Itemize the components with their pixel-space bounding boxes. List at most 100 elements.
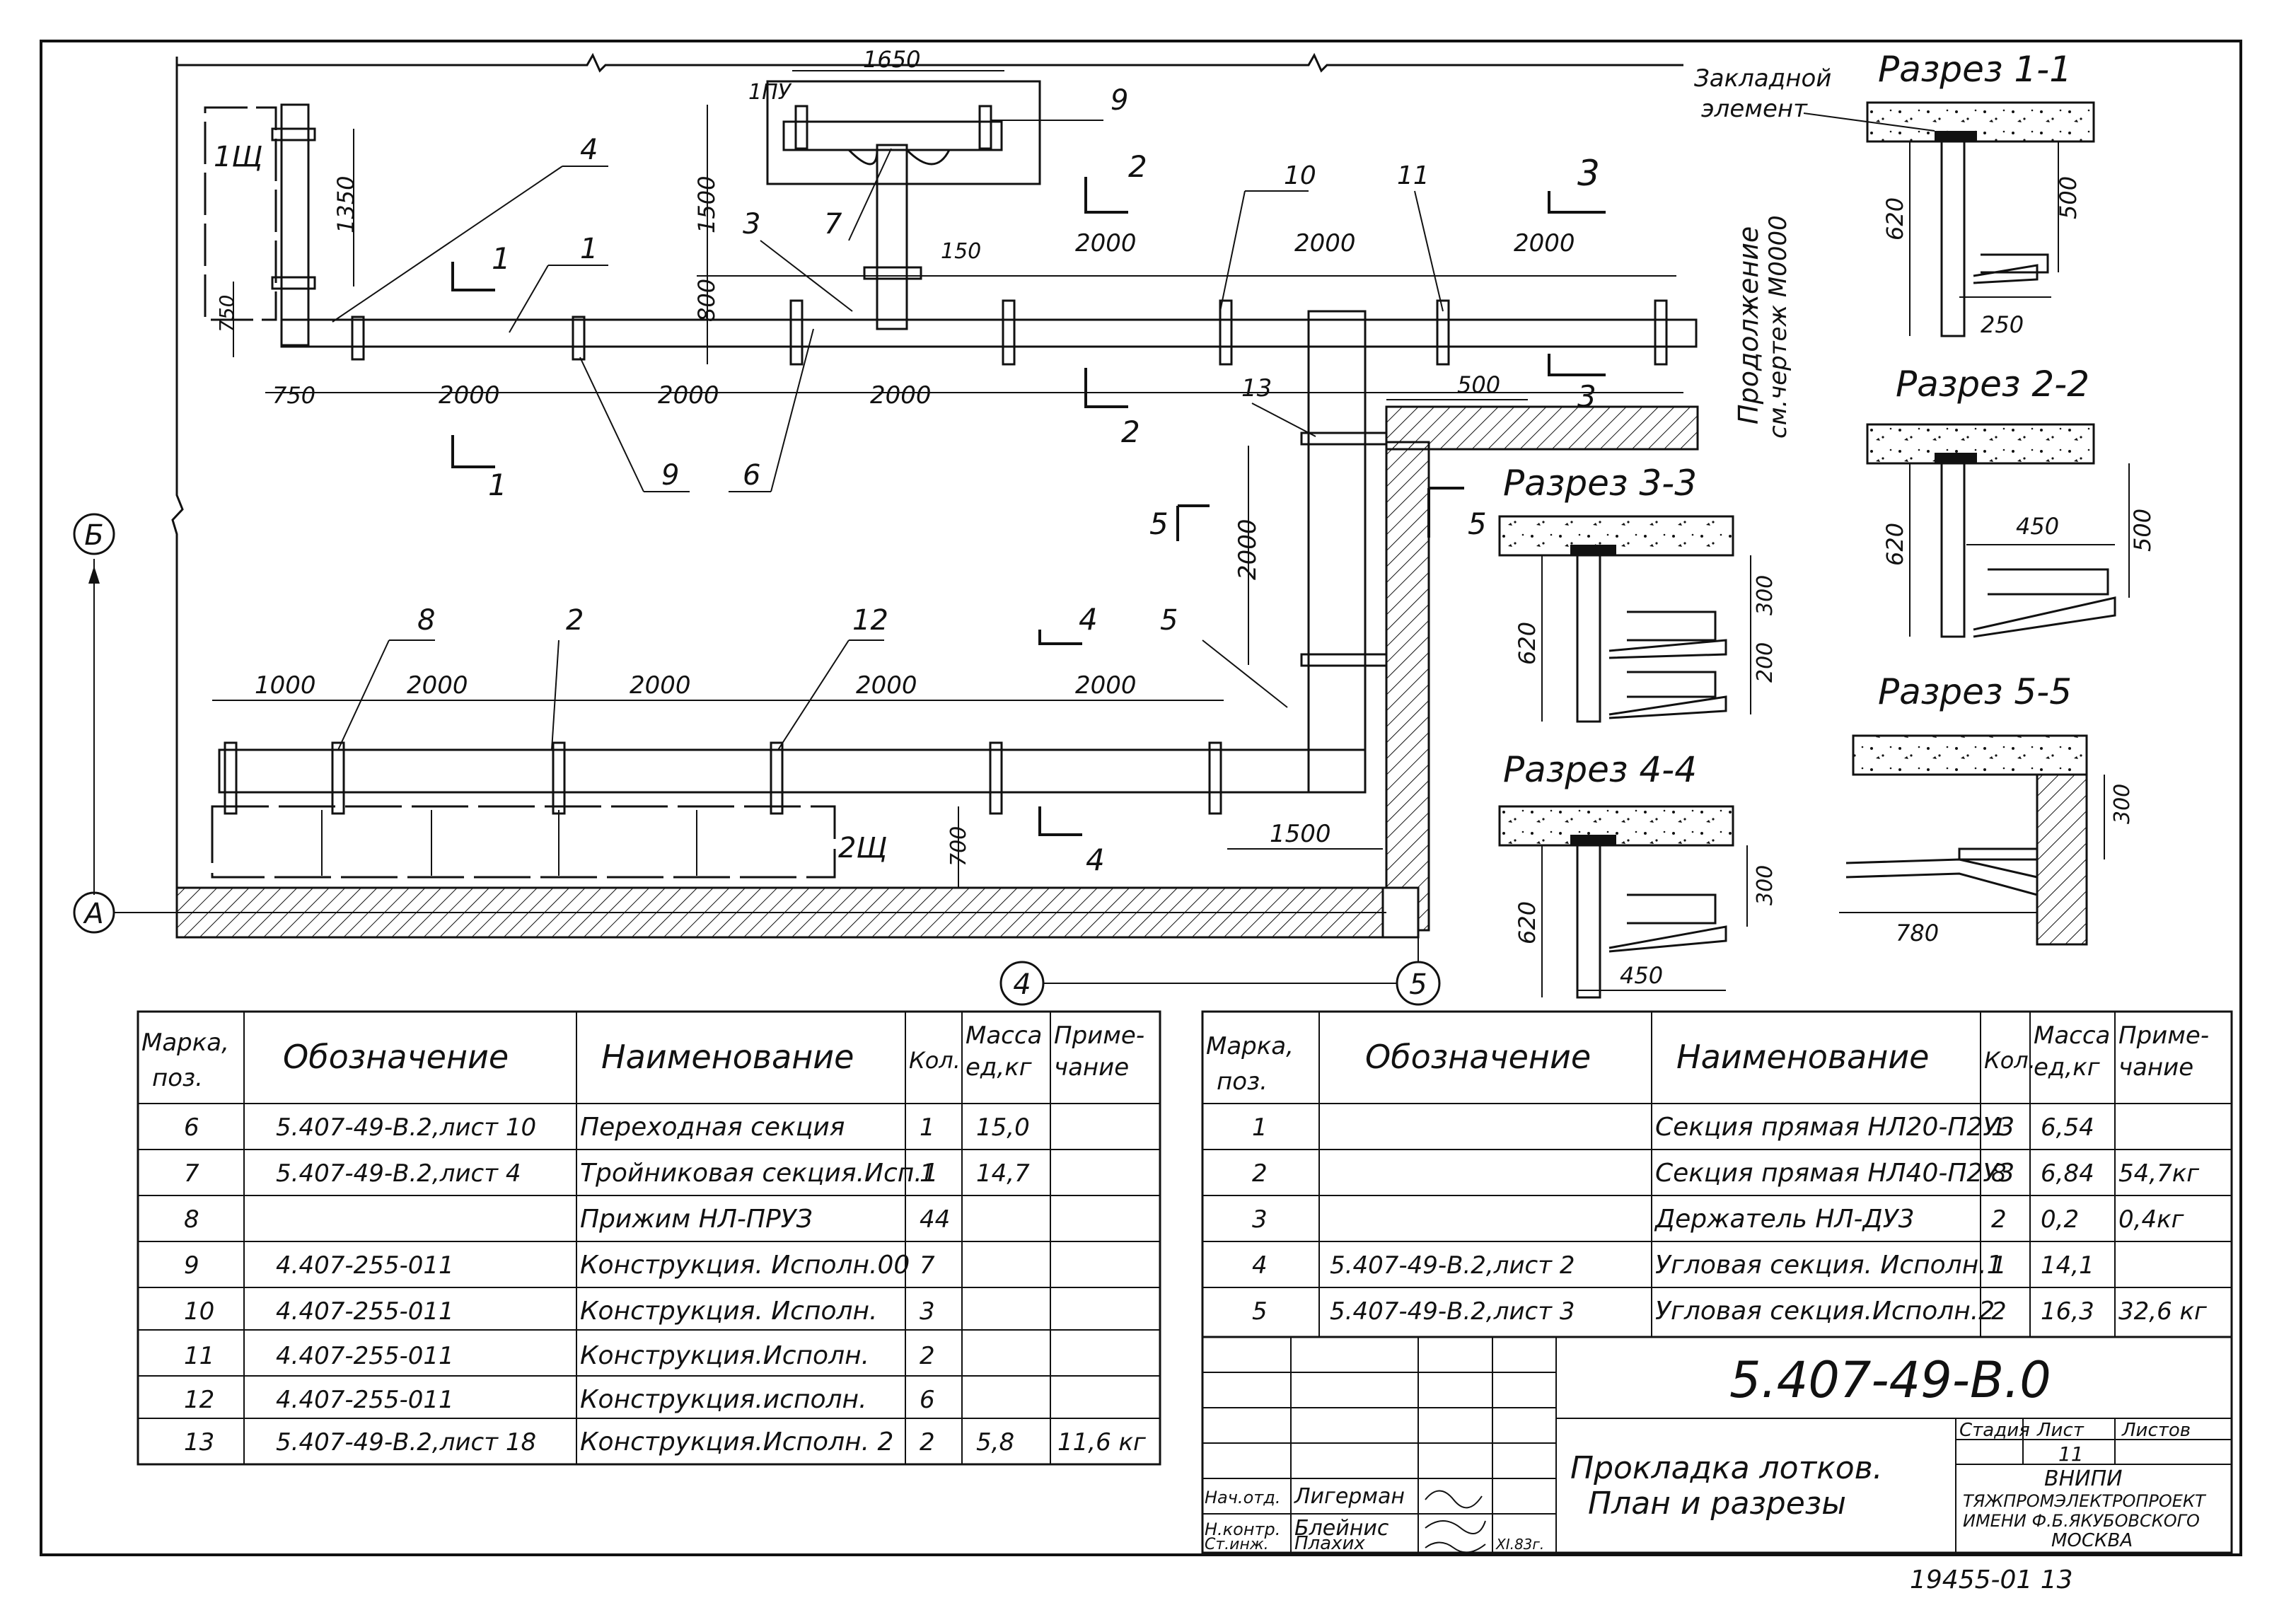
tr-cell-r3-c3: 1 — [1991, 1251, 2007, 1280]
callout-10: 10 — [1284, 161, 1316, 190]
dim-2000-t3: 2000 — [1514, 229, 1575, 257]
section-2-2: Разрез 2-2 620 450 500 — [1866, 364, 2156, 638]
tr-cell-r3-c1: 5.407-49-В.2,лист 2 — [1330, 1251, 1575, 1280]
cut-1-top: 1 — [492, 241, 511, 276]
sheet-header: Лист — [2036, 1420, 2085, 1441]
tr-h-mark-1: Марка, — [1206, 1032, 1294, 1060]
tr-cell-r0-c4: 6,54 — [2041, 1113, 2094, 1142]
cut-5-right: 5 — [1468, 506, 1487, 541]
s33-dim-300: 300 — [1753, 575, 1778, 615]
tl-h-desig: Обозначение — [283, 1038, 509, 1076]
org-line-4: МОСКВА — [2051, 1530, 2133, 1551]
tr-cell-r1-c3: 8 — [1991, 1159, 2007, 1188]
drawing-code: 5.407-49-В.0 — [1729, 1351, 2051, 1409]
dim-500: 500 — [1457, 371, 1500, 398]
sig-name-1: Лигерман — [1294, 1484, 1405, 1509]
tl-h-mass-2: ед,кг — [966, 1053, 1033, 1082]
dim-2000-l1: 2000 — [407, 671, 468, 700]
s33-dim-620: 620 — [1514, 622, 1541, 665]
s44-dim-450: 450 — [1620, 962, 1663, 989]
axis-4-label: 4 — [1013, 968, 1031, 1001]
s11-dim-250: 250 — [1981, 311, 2024, 338]
tr-cell-r1-c4: 6,84 — [2041, 1159, 2094, 1188]
cut-4-top: 4 — [1079, 602, 1098, 637]
tray-riser — [1307, 310, 1367, 794]
tr-cell-r3-c4: 14,1 — [2041, 1251, 2094, 1280]
dim-2000-t2: 2000 — [1294, 229, 1356, 257]
org-line-1: ВНИПИ — [2044, 1466, 2123, 1491]
tl-h-note-2: чание — [1054, 1053, 1129, 1082]
dim-150: 150 — [941, 239, 981, 264]
cut-3-bottom: 3 — [1577, 379, 1596, 414]
section-5-5: Разрез 5-5 300 780 — [1839, 671, 2135, 946]
dim-2000-l3: 2000 — [856, 671, 917, 700]
tr-cell-r0-c3: 1 — [1991, 1113, 2007, 1142]
tl-cell-r6-c0: 12 — [184, 1386, 214, 1414]
section-3-3-title: Разрез 3-3 — [1503, 463, 1697, 504]
axis-b-bubble — [73, 513, 115, 555]
s22-dim-620: 620 — [1882, 523, 1908, 566]
tl-cell-r1-c0: 7 — [184, 1159, 199, 1188]
tl-cell-r7-c3: 2 — [920, 1428, 935, 1457]
tl-cell-r3-c3: 7 — [920, 1251, 935, 1280]
tr-cell-r4-c3: 2 — [1991, 1297, 2007, 1326]
tl-cell-r2-c2: Прижим НЛ-ПРУЗ — [580, 1205, 813, 1234]
callout-3: 3 — [743, 208, 760, 241]
tl-cell-r3-c1: 4.407-255-011 — [276, 1251, 454, 1280]
panel-1pu — [766, 80, 1041, 185]
tl-cell-r1-c1: 5.407-49-В.2,лист 4 — [276, 1159, 521, 1188]
axis-b-label: Б — [84, 519, 103, 552]
tl-cell-r6-c1: 4.407-255-011 — [276, 1386, 454, 1414]
tl-cell-r4-c1: 4.407-255-011 — [276, 1297, 454, 1326]
section-2-2-title: Разрез 2-2 — [1896, 364, 2089, 405]
tr-h-desig: Обозначение — [1365, 1038, 1591, 1076]
table-right: Марка, поз. Обозначение Наименование Кол… — [1201, 1010, 2233, 1338]
tr-cell-r2-c5: 0,4кг — [2118, 1205, 2185, 1234]
sig-role-1: Нач.отд. — [1205, 1488, 1280, 1507]
section-5-5-title: Разрез 5-5 — [1878, 671, 2072, 712]
tr-cell-r4-c2: Угловая секция.Исполн.2 — [1655, 1297, 1995, 1326]
tl-cell-r6-c3: 6 — [920, 1386, 935, 1414]
s55-dim-780: 780 — [1896, 920, 1939, 946]
signatures — [1425, 1490, 1486, 1553]
sig-date: XI.83г. — [1495, 1536, 1544, 1553]
tr-cell-r4-c4: 16,3 — [2041, 1297, 2094, 1326]
tl-cell-r6-c2: Конструкция.исполн. — [580, 1385, 867, 1414]
tl-cell-r7-c4: 5,8 — [976, 1428, 1014, 1457]
tr-cell-r4-c0: 5 — [1252, 1297, 1268, 1326]
tr-cell-r1-c5: 54,7кг — [2118, 1159, 2200, 1188]
tr-cell-r4-c1: 5.407-49-В.2,лист 3 — [1330, 1297, 1575, 1326]
tl-h-qty: Кол. — [909, 1047, 961, 1074]
callout-11: 11 — [1397, 161, 1430, 190]
tr-cell-r1-c2: Секция прямая НЛ40-П2У3 — [1655, 1159, 2014, 1188]
dim-1500: 1500 — [693, 176, 720, 233]
tr-h-mass-1: Масса — [2034, 1021, 2110, 1050]
sheet-frame — [40, 40, 2242, 1556]
note-embedded-1: Закладной — [1694, 64, 1831, 93]
s44-dim-620: 620 — [1514, 901, 1541, 944]
tr-h-name: Наименование — [1676, 1038, 1929, 1076]
section-4-4: Разрез 4-4 620 300 450 — [1498, 749, 1778, 999]
panel-1sch-label: 1Щ — [214, 141, 262, 173]
sig-role-3: Ст.инж. — [1205, 1536, 1269, 1553]
tl-cell-r0-c0: 6 — [184, 1113, 199, 1142]
wall-top-right — [1385, 405, 1699, 451]
dim-2000-v: 2000 — [1234, 519, 1262, 580]
callout-8: 8 — [417, 604, 435, 637]
tray-run-top — [280, 318, 1698, 348]
callout-1: 1 — [580, 233, 598, 265]
callout-6: 6 — [743, 459, 760, 492]
tr-cell-r2-c4: 0,2 — [2041, 1205, 2079, 1234]
cut-2-top: 2 — [1128, 149, 1147, 184]
dim-700: 700 — [946, 826, 971, 867]
tl-cell-r5-c3: 2 — [920, 1342, 935, 1370]
tl-cell-r4-c3: 3 — [920, 1297, 935, 1326]
tr-cell-r2-c0: 3 — [1252, 1205, 1268, 1234]
org-line-3: ИМЕНИ Ф.Б.ЯКУБОВСКОГО — [1963, 1511, 2200, 1531]
axis-5-label: 5 — [1409, 968, 1427, 1001]
tl-cell-r1-c2: Тройниковая секция.Исп.1 — [580, 1159, 939, 1188]
panel-1sch — [204, 106, 277, 321]
title-block: 5.407-49-В.0 Прокладка лотков. План и ра… — [1201, 1336, 2233, 1554]
tr-cell-r0-c2: Секция прямая НЛ20-П2У3 — [1655, 1113, 2014, 1142]
